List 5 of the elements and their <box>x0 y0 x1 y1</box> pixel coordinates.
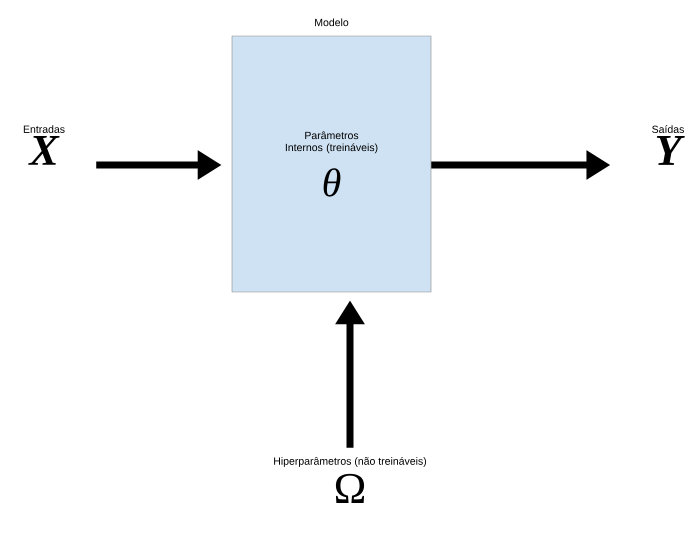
input-label: Saídas Y <box>652 125 685 165</box>
box-heading: Modelo <box>315 18 348 26</box>
hyperparameter-label: Hiperparâmetros (não treináveis) Ω <box>274 456 426 504</box>
input-label: Entradas X <box>24 125 65 165</box>
model-box: Parâmetros Internos (treináveis) θ <box>232 36 432 292</box>
